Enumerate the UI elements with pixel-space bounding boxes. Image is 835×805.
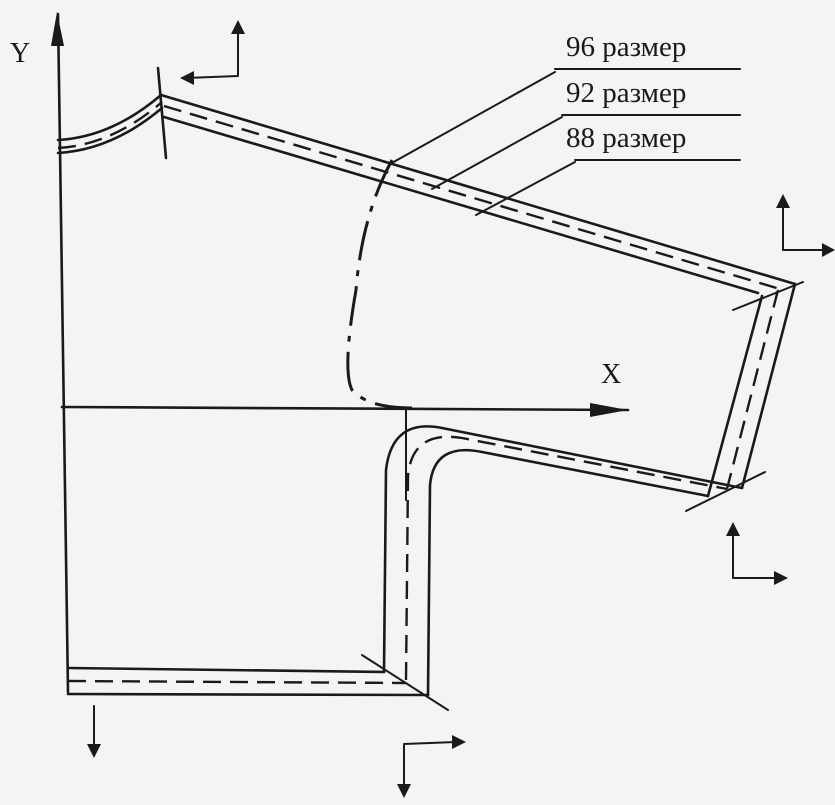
legend-label-88: 88 размер bbox=[566, 122, 686, 154]
underarm-96 bbox=[382, 425, 744, 674]
grading-arrow-hem-right bbox=[397, 735, 466, 798]
sleeve-end-tick-bottom bbox=[685, 471, 766, 512]
top-sleeve-96 bbox=[159, 93, 797, 286]
sleeve-end-96 bbox=[740, 282, 797, 490]
underarm-92 bbox=[404, 435, 728, 681]
y-axis-label: Y bbox=[10, 38, 30, 69]
shoulder-tick bbox=[156, 66, 168, 160]
x-axis-arrowhead bbox=[590, 403, 628, 417]
grading-arrow-sleeve-top bbox=[776, 194, 835, 257]
neckline-92 bbox=[57, 101, 163, 150]
grading-arrow-neck bbox=[180, 20, 245, 85]
leader-96 bbox=[389, 71, 556, 165]
grading-arrow-hem-left bbox=[87, 705, 101, 758]
underarm-88 bbox=[426, 448, 710, 697]
y-axis bbox=[56, 12, 70, 694]
grading-arrow-sleeve-bottom bbox=[726, 522, 788, 585]
hem-corner-tick bbox=[361, 654, 449, 711]
neckline-88 bbox=[56, 106, 164, 155]
x-axis-label: X bbox=[601, 359, 621, 390]
top-sleeve-92 bbox=[163, 104, 781, 291]
hem-88 bbox=[66, 692, 430, 697]
hem-96 bbox=[66, 666, 386, 674]
y-axis-arrowhead bbox=[51, 12, 64, 46]
leader-88 bbox=[475, 161, 576, 216]
legend-label-96: 96 размер bbox=[566, 31, 686, 63]
neckline-96 bbox=[56, 93, 163, 142]
leader-92 bbox=[431, 116, 563, 190]
armhole-96-curve bbox=[346, 159, 413, 410]
hem-92 bbox=[67, 679, 407, 685]
sleeve-end-88 bbox=[706, 294, 764, 498]
top-sleeve-88 bbox=[162, 115, 760, 295]
x-axis bbox=[60, 405, 630, 412]
sleeve-end-tick-top bbox=[732, 281, 804, 311]
legend-label-92: 92 размер bbox=[566, 77, 686, 109]
sleeve-end-92 bbox=[725, 289, 780, 490]
